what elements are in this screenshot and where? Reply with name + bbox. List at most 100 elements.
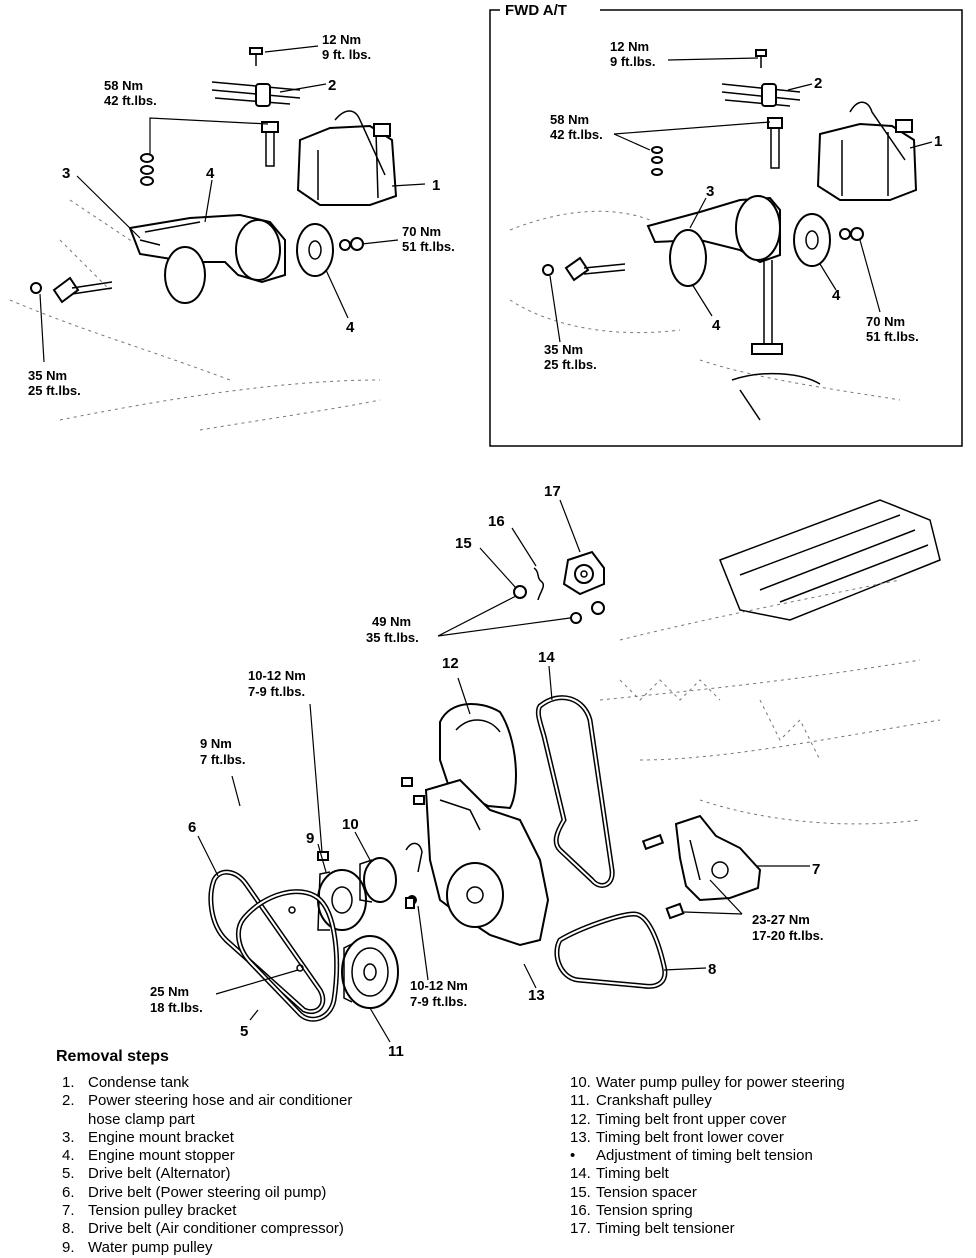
bolt-58nm-right xyxy=(767,117,783,129)
step-text: Engine mount bracket xyxy=(88,1128,234,1146)
step-text: Water pump pulley xyxy=(88,1238,213,1256)
step-number: 3. xyxy=(62,1128,75,1146)
step-number: 8. xyxy=(62,1220,75,1238)
step-number: 13. xyxy=(570,1128,591,1146)
engine-mount-bracket-left xyxy=(128,213,286,284)
stud-35nm-right xyxy=(542,264,554,276)
drive-belt-alternator xyxy=(235,889,340,1022)
hose-clamp-right xyxy=(721,83,801,107)
removal-step: 17.Timing belt tensioner xyxy=(570,1220,970,1238)
callout-1-right: 1 xyxy=(934,133,942,150)
callout-4-left-top: 4 xyxy=(206,165,215,182)
tension-spacer xyxy=(513,585,527,599)
hose-clamp-left xyxy=(211,81,301,107)
callout-16: 16 xyxy=(488,513,505,530)
removal-step: 9. Water pump pulley xyxy=(62,1239,502,1257)
water-pump-pulley-ps xyxy=(359,857,397,903)
callout-11: 11 xyxy=(388,1043,404,1060)
step-text: Timing belt front upper cover xyxy=(596,1110,787,1128)
engine-block-sketch xyxy=(599,499,941,825)
step-text: Tension pulley bracket xyxy=(88,1202,237,1220)
step-number: 7. xyxy=(62,1202,75,1220)
removal-step: 13. Timing belt front lower cover xyxy=(570,1129,970,1147)
tension-spring xyxy=(533,567,545,601)
callout-8: 8 xyxy=(708,961,716,978)
callout-4-left-bottom: 4 xyxy=(346,319,355,336)
removal-step: 16.Tension spring xyxy=(570,1202,970,1220)
removal-step: 10.Water pump pulley for power steering xyxy=(570,1074,970,1092)
step-number: 17. xyxy=(570,1220,591,1238)
step-text: Crankshaft pulley xyxy=(596,1092,712,1110)
timing-belt-tensioner xyxy=(562,550,605,596)
callout-3-left: 3 xyxy=(62,165,70,182)
removal-step: 6. Drive belt (Power steering oil pump) xyxy=(62,1184,502,1202)
callout-17: 17 xyxy=(544,483,561,500)
crankshaft-pulley xyxy=(341,935,399,1009)
step-number: 5. xyxy=(62,1165,75,1183)
callout-6: 6 xyxy=(188,819,196,836)
removal-step: 8. Drive belt (Air conditioner compressor… xyxy=(62,1220,502,1238)
tension-pulley-bracket xyxy=(641,814,762,920)
removal-step: 12.Timing belt front upper cover xyxy=(570,1111,970,1129)
fwd-at-inset: FWD A/T xyxy=(489,2,963,447)
step-number: 11. xyxy=(570,1092,590,1110)
step-text: Tension spacer xyxy=(596,1183,697,1201)
removal-step: 7. Tension pulley bracket xyxy=(62,1202,502,1220)
step-text: Drive belt (Power steering oil pump) xyxy=(88,1183,327,1201)
inset-title: FWD A/T xyxy=(505,2,567,19)
mount-stopper-right xyxy=(669,229,707,287)
step-text: Drive belt (Air conditioner compressor) xyxy=(88,1220,344,1238)
step-number: • xyxy=(570,1147,576,1165)
bolt-1012nm-top xyxy=(317,851,329,861)
callout-3-right: 3 xyxy=(706,183,714,200)
step-number: 9. xyxy=(62,1238,75,1256)
condense-tank-right xyxy=(816,101,918,201)
drive-belt-ps xyxy=(208,869,326,1014)
removal-step: 11. Crankshaft pulley xyxy=(570,1092,970,1110)
callout-7: 7 xyxy=(812,861,820,878)
bolt-58nm-left xyxy=(140,121,279,186)
mount-stopper-left-2 xyxy=(296,223,334,277)
callout-2-left: 2 xyxy=(328,77,336,94)
bolt-49nm xyxy=(570,601,605,624)
removal-step: 5. Drive belt (Alternator) xyxy=(62,1165,502,1183)
bolt-12nm-left xyxy=(249,47,263,66)
timing-belt xyxy=(535,695,615,888)
step-number: 10. xyxy=(570,1074,591,1091)
step-number: 14. xyxy=(570,1165,591,1183)
removal-step: 2.Power steering hose and air conditione… xyxy=(62,1092,502,1129)
step-number: 6. xyxy=(62,1183,75,1201)
step-text: Timing belt front lower cover xyxy=(596,1128,784,1146)
step-text: Timing belt xyxy=(596,1165,669,1183)
timing-belt-lower-cover xyxy=(424,778,550,947)
step-number: 15. xyxy=(570,1183,591,1201)
drive-belt-ac xyxy=(554,911,668,989)
step-number: 1. xyxy=(62,1074,75,1091)
callout-10: 10 xyxy=(342,816,359,833)
step-text: Power steering hose and air conditioner … xyxy=(88,1092,353,1128)
callout-4-right-b: 4 xyxy=(832,287,841,304)
removal-step: 1.Condense tank xyxy=(62,1074,502,1092)
removal-step: 3. Engine mount bracket xyxy=(62,1129,502,1147)
callout-14: 14 xyxy=(538,649,555,666)
nut-70nm-left xyxy=(339,239,351,251)
callout-15: 15 xyxy=(455,535,472,552)
step-text: Engine mount stopper xyxy=(88,1147,235,1165)
step-text: Drive belt (Alternator) xyxy=(88,1165,231,1183)
step-number: 4. xyxy=(62,1147,75,1165)
